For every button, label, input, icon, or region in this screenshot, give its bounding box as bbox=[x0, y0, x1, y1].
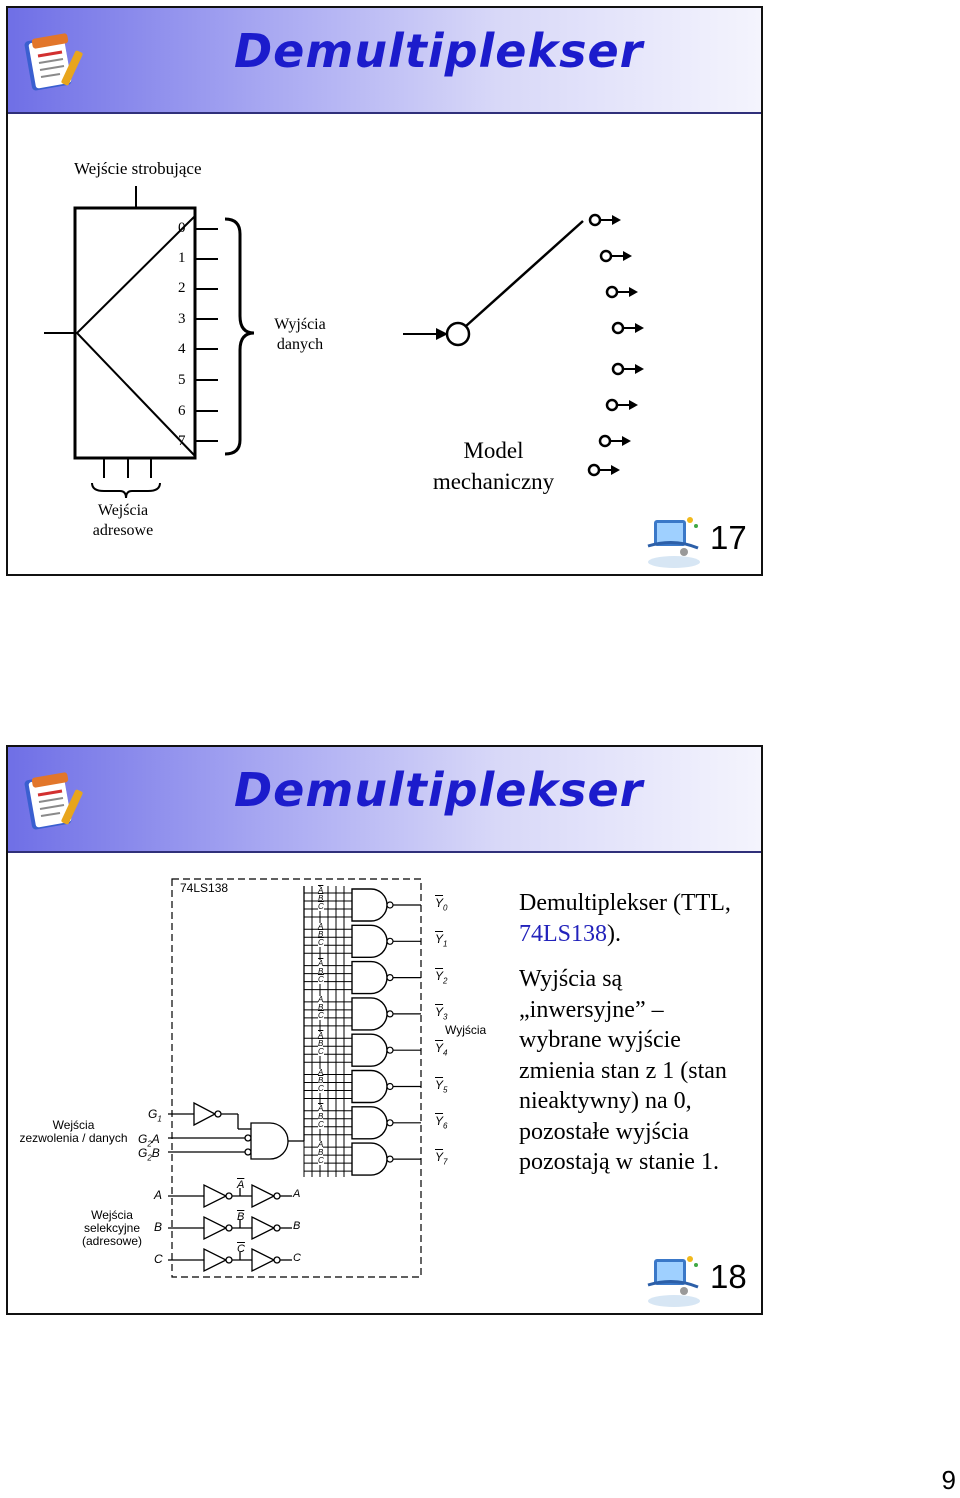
gate-2-input-a: A bbox=[318, 958, 324, 968]
gate-6-input-c: C bbox=[318, 1119, 324, 1129]
gate-0-input-a: A bbox=[318, 886, 324, 895]
gate-4-input-b: B bbox=[318, 1039, 324, 1049]
gate-1-input-a: A bbox=[318, 922, 324, 932]
chip-label: 74LS138 bbox=[180, 881, 229, 895]
buf-b: B bbox=[293, 1220, 301, 1232]
pin-a: A bbox=[154, 1188, 163, 1202]
slide-title: Demultiplekser bbox=[234, 763, 644, 817]
gate-7-input-a: A bbox=[318, 1140, 324, 1150]
output-number-0: 0 bbox=[178, 220, 186, 236]
output-number-2: 2 bbox=[178, 280, 186, 296]
data-outputs-label: Wyjścia danych bbox=[274, 316, 326, 353]
document-page-number: 9 bbox=[941, 1465, 956, 1495]
computer-logo-icon bbox=[647, 1256, 700, 1307]
strobe-input-label: Wejście strobujące bbox=[74, 159, 202, 178]
gate-3-input-a: A bbox=[318, 994, 324, 1004]
demux-block-diagram bbox=[44, 186, 584, 499]
intro-text: Demultiplekser (TTL,74LS138). bbox=[519, 890, 731, 947]
74ls138-schematic bbox=[168, 878, 422, 1278]
address-inputs-label: Wejścia adresowe bbox=[92, 502, 154, 539]
buf-c: C bbox=[293, 1252, 301, 1264]
mechanical-model-label: Model mechaniczny bbox=[432, 438, 555, 494]
buf-a: A bbox=[293, 1188, 301, 1200]
gate-5-input-b: B bbox=[318, 1075, 324, 1085]
output-number-5: 5 bbox=[178, 372, 186, 388]
gate-2-input-b: B bbox=[318, 966, 324, 976]
slide-header: Demultiplekser bbox=[8, 747, 761, 853]
inv-a-bar: A bbox=[237, 1179, 245, 1191]
gate-1-input-b: B bbox=[318, 930, 324, 940]
document-notepad-icon bbox=[24, 33, 83, 91]
pin-g2b: G2B bbox=[138, 1146, 160, 1163]
pin-b: B bbox=[154, 1220, 163, 1234]
gate-2-input-c: C bbox=[318, 974, 324, 984]
chip-link[interactable]: 74LS138 bbox=[519, 920, 608, 947]
output-number-7: 7 bbox=[178, 433, 186, 449]
gate-4-input-a: A bbox=[318, 1031, 324, 1041]
outputs-label: Wyjścia bbox=[445, 1023, 487, 1037]
slide-18: Demultiplekser bbox=[6, 745, 763, 1315]
enable-inputs-label: Wejścia zezwolenia / danych bbox=[19, 1118, 128, 1145]
gate-3-input-b: B bbox=[318, 1002, 324, 1012]
slide-title: Demultiplekser bbox=[234, 24, 644, 78]
slide-17: Demultiplekser Wejście strobujące bbox=[6, 6, 763, 576]
output-number-4: 4 bbox=[178, 341, 186, 357]
output-y2-label: Y2 bbox=[435, 968, 448, 985]
inv-c-bar: C bbox=[237, 1243, 245, 1255]
gate-6-input-b: B bbox=[318, 1111, 324, 1121]
output-number-1: 1 bbox=[178, 250, 186, 266]
gate-0-input-b: B bbox=[318, 894, 324, 903]
gate-7-input-c: C bbox=[318, 1156, 324, 1166]
gate-4-input-c: C bbox=[318, 1047, 324, 1057]
gate-5-input-c: C bbox=[318, 1083, 324, 1093]
pin-g2a: G2A bbox=[138, 1132, 160, 1149]
slide-number: 18 bbox=[710, 1258, 747, 1295]
output-y7-label: Y7 bbox=[435, 1150, 448, 1167]
gate-0-input-c: C bbox=[318, 902, 324, 911]
output-y0-label: Y0 bbox=[435, 896, 448, 913]
description-text: Wyjścia są „inwersyjne” – wybrane wyjści… bbox=[519, 966, 727, 1175]
output-number-6: 6 bbox=[178, 403, 186, 419]
gate-7-input-b: B bbox=[318, 1148, 324, 1158]
output-y6-label: Y6 bbox=[435, 1113, 448, 1131]
gate-1-input-c: C bbox=[318, 938, 324, 948]
gate-3-input-c: C bbox=[318, 1010, 324, 1020]
gate-6-input-a: A bbox=[318, 1103, 324, 1113]
computer-logo-icon bbox=[647, 517, 700, 568]
select-inputs-label: Wejścia selekcyjne (adresowe) bbox=[81, 1208, 143, 1248]
slide-header: Demultiplekser bbox=[8, 8, 761, 114]
pin-c: C bbox=[154, 1252, 163, 1266]
slide-number: 17 bbox=[710, 519, 747, 556]
switch-contacts bbox=[587, 213, 644, 477]
gate-5-input-a: A bbox=[318, 1067, 324, 1077]
inv-b-bar: B bbox=[237, 1211, 245, 1223]
output-y5-label: Y5 bbox=[435, 1077, 448, 1094]
output-number-3: 3 bbox=[178, 311, 186, 327]
pin-g1: G1 bbox=[148, 1107, 162, 1124]
output-y3-label: Y3 bbox=[435, 1004, 448, 1022]
output-y4-label: Y4 bbox=[435, 1041, 448, 1058]
document-notepad-icon bbox=[24, 772, 83, 830]
output-y1-label: Y1 bbox=[435, 932, 448, 949]
